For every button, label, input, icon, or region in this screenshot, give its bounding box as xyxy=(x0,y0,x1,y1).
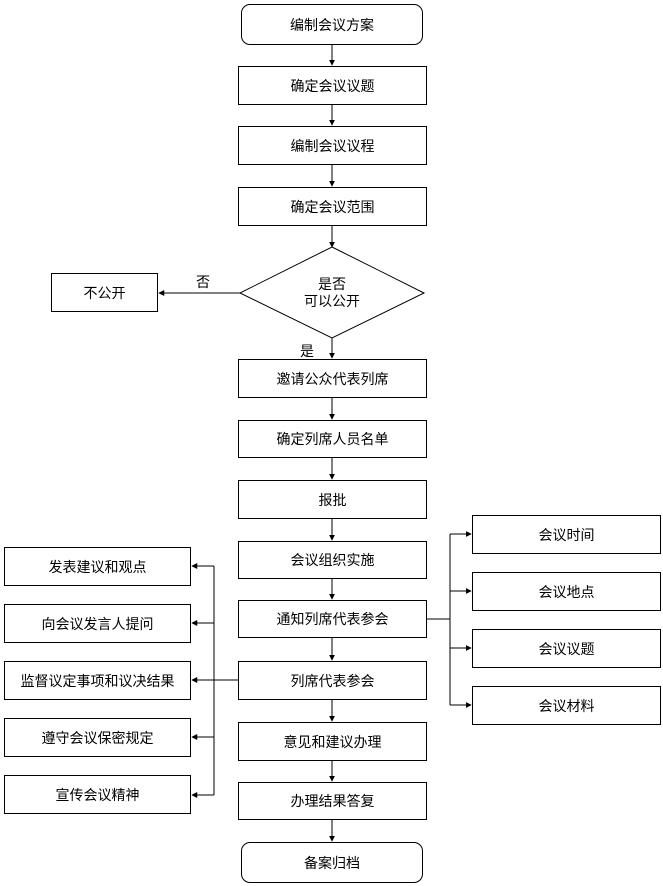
step-scope: 确定会议范围 xyxy=(238,187,427,226)
notify-item-place: 会议地点 xyxy=(472,572,661,611)
no-label: 否 xyxy=(196,275,210,291)
end-node: 备案归档 xyxy=(241,842,423,883)
attend-item-suggest: 发表建议和观点 xyxy=(4,547,191,586)
step-list: 确定列席人员名单 xyxy=(238,420,427,458)
attend-item-publicize: 宣传会议精神 xyxy=(4,775,191,814)
yes-label: 是 xyxy=(300,344,314,360)
decision-diamond xyxy=(238,246,426,339)
step-notify: 通知列席代表参会 xyxy=(238,600,427,638)
step-agenda: 编制会议议程 xyxy=(238,126,427,165)
step-attend: 列席代表参会 xyxy=(238,661,427,700)
not-public-node: 不公开 xyxy=(51,273,158,312)
step-reply: 办理结果答复 xyxy=(238,782,427,820)
decision-line-1: 是否 xyxy=(318,277,346,293)
attend-item-supervise: 监督议定事项和议决结果 xyxy=(4,661,191,700)
attend-item-ask: 向会议发言人提问 xyxy=(4,604,191,643)
notify-item-topic: 会议议题 xyxy=(472,629,661,668)
step-topic: 确定会议议题 xyxy=(238,66,427,105)
notify-item-time: 会议时间 xyxy=(472,515,661,554)
step-implement: 会议组织实施 xyxy=(238,541,427,579)
start-node: 编制会议方案 xyxy=(241,4,423,45)
step-invite: 邀请公众代表列席 xyxy=(238,359,427,398)
step-report: 报批 xyxy=(238,480,427,519)
attend-item-confidential: 遵守会议保密规定 xyxy=(4,718,191,757)
decision-line-2: 可以公开 xyxy=(304,294,360,310)
step-opinions: 意见和建议办理 xyxy=(238,722,427,761)
notify-item-materials: 会议材料 xyxy=(472,686,661,725)
